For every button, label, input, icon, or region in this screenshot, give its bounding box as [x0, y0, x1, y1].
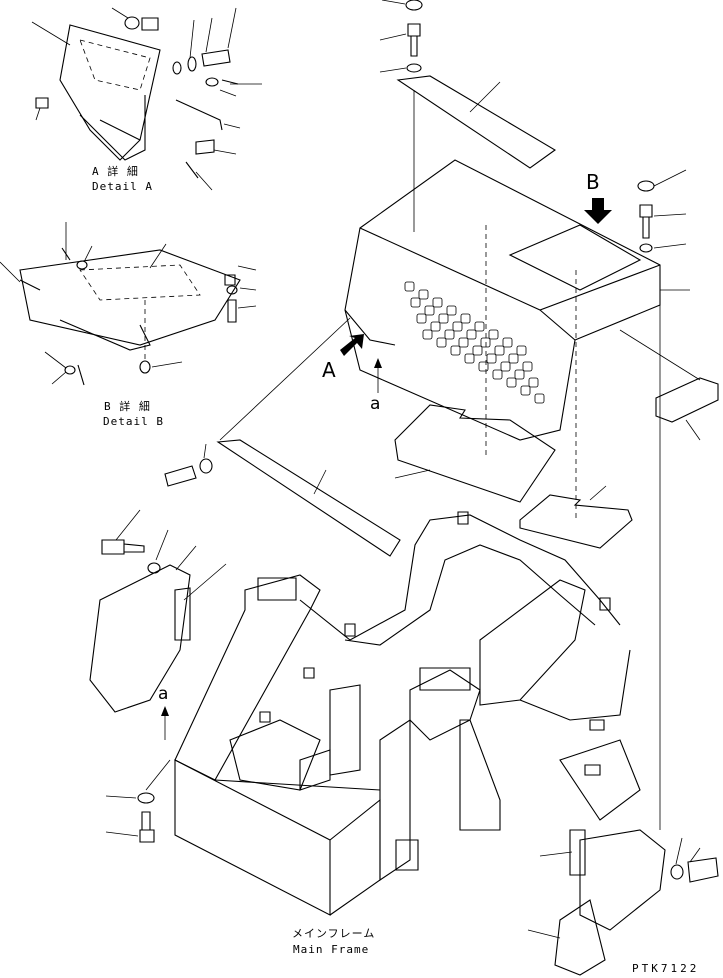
grille-slot [514, 369, 525, 380]
grille-slot [528, 377, 539, 388]
grille-slot [472, 345, 483, 356]
grille-slot [436, 337, 447, 348]
grille-slot [534, 393, 545, 404]
grille-slot [508, 353, 519, 364]
grille-slot [522, 361, 533, 372]
grille-slot [424, 305, 435, 316]
view-a-label: A [322, 358, 336, 382]
detail-b-drawing [0, 222, 257, 386]
main-frame-drawing [105, 511, 719, 976]
grille-slot [458, 337, 469, 348]
grille-slot [422, 329, 433, 340]
reference-a-left: a [158, 684, 169, 704]
cover-grille [404, 281, 545, 404]
grille-slot [438, 313, 449, 324]
pads [394, 404, 633, 549]
grille-slot [494, 345, 505, 356]
grille-slot [410, 297, 421, 308]
grille-slot [460, 313, 471, 324]
grille-slot [474, 321, 485, 332]
grille-slot [488, 329, 499, 340]
grille-slot [480, 337, 491, 348]
top-plate-assembly [379, 0, 557, 232]
grille-slot [432, 297, 443, 308]
grille-slot [444, 329, 455, 340]
grille-slot [506, 377, 517, 388]
grille-slot [446, 305, 457, 316]
detail-a-title-jp: A 詳 細 [92, 165, 139, 178]
cover-assembly [344, 159, 701, 830]
drawing-code: PTK7122 [632, 962, 700, 975]
main-frame-label-jp: メインフレーム [292, 927, 376, 940]
detail-a-drawing [31, 7, 262, 191]
grille-slot [452, 321, 463, 332]
left-bracket [89, 509, 227, 713]
main-frame-label-en: Main Frame [293, 943, 370, 956]
view-arrows [161, 198, 612, 740]
grille-slot [464, 353, 475, 364]
detail-a-title-en: Detail A [92, 180, 153, 193]
grille-slot [492, 369, 503, 380]
grille-slot [450, 345, 461, 356]
grille-slot [466, 329, 477, 340]
grille-slot [486, 353, 497, 364]
reference-a-top: a [370, 394, 381, 414]
right-fasteners [637, 169, 719, 441]
grille-slot [502, 337, 513, 348]
grille-slot [418, 289, 429, 300]
grille-slot [404, 281, 415, 292]
bracket-bar [164, 317, 401, 557]
grille-slot [416, 313, 427, 324]
grille-slot [500, 361, 511, 372]
grille-slot [516, 345, 527, 356]
detail-b-title-jp: B 詳 細 [104, 400, 151, 413]
grille-slot [520, 385, 531, 396]
view-b-label: B [586, 170, 600, 194]
grille-slot [430, 321, 441, 332]
detail-b-title-en: Detail B [103, 415, 164, 428]
grille-slot [478, 361, 489, 372]
